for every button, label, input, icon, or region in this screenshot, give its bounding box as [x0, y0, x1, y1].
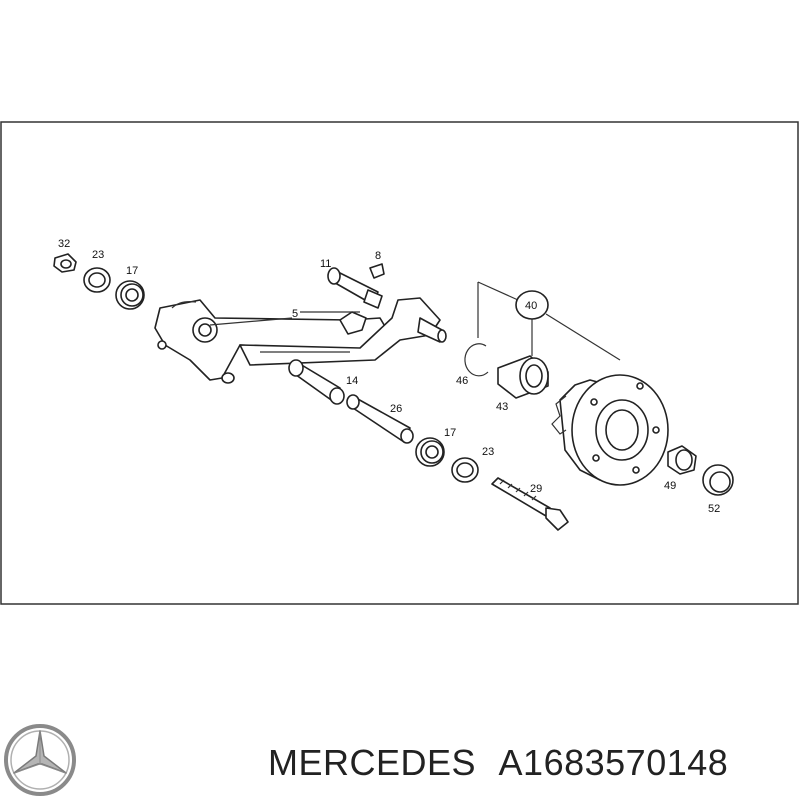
- part-11-pin: [327, 267, 383, 309]
- callout-17-upper: 17: [126, 265, 138, 277]
- callout-29: 29: [530, 483, 542, 495]
- callout-26: 26: [390, 403, 402, 415]
- callout-23-upper: 23: [92, 249, 104, 261]
- leader-lines: [209, 311, 360, 326]
- part-29-bolt: [491, 477, 569, 531]
- wheel-hub: [551, 374, 669, 486]
- diagram-frame: [0, 121, 799, 605]
- callout-49: 49: [664, 480, 676, 492]
- part-5-trailing-arm: [154, 297, 441, 384]
- part-43-wheel-bearing: [497, 355, 549, 399]
- callout-23-lower: 23: [482, 446, 494, 458]
- part-40-bracket: [477, 281, 621, 361]
- callout-14: 14: [346, 375, 358, 387]
- callout-43: 43: [496, 401, 508, 413]
- part-32-nut: [53, 253, 77, 273]
- part-26-sleeve: [346, 394, 414, 444]
- part-23-seal-upper: [83, 267, 111, 293]
- svg-text:MERCEDES A1683570148: MERCEDES A1683570148: [268, 742, 728, 783]
- callout-17-lower: 17: [444, 427, 456, 439]
- part-52-grease-cap: [702, 464, 734, 496]
- arm-spindle: [339, 311, 447, 343]
- part-8-cap: [369, 263, 385, 279]
- callout-46: 46: [456, 375, 468, 387]
- callout-5: 5: [292, 308, 298, 320]
- part-23-seal-lower: [451, 457, 479, 483]
- callout-11: 11: [320, 258, 331, 270]
- brand-name: MERCEDES: [268, 742, 476, 783]
- part-17-bearing-lower: [415, 437, 445, 467]
- callout-8: 8: [375, 250, 381, 262]
- callout-40: 40: [525, 300, 537, 312]
- part-14-bushing: [288, 359, 345, 405]
- part-49-nut: [667, 445, 697, 475]
- callout-32: 32: [58, 238, 70, 250]
- callout-52: 52: [708, 503, 720, 515]
- part-46-circlip: [464, 343, 489, 377]
- mercedes-star-icon: [4, 724, 76, 796]
- part-number: A1683570148: [499, 742, 729, 783]
- part-17-bearing-upper: [115, 280, 145, 310]
